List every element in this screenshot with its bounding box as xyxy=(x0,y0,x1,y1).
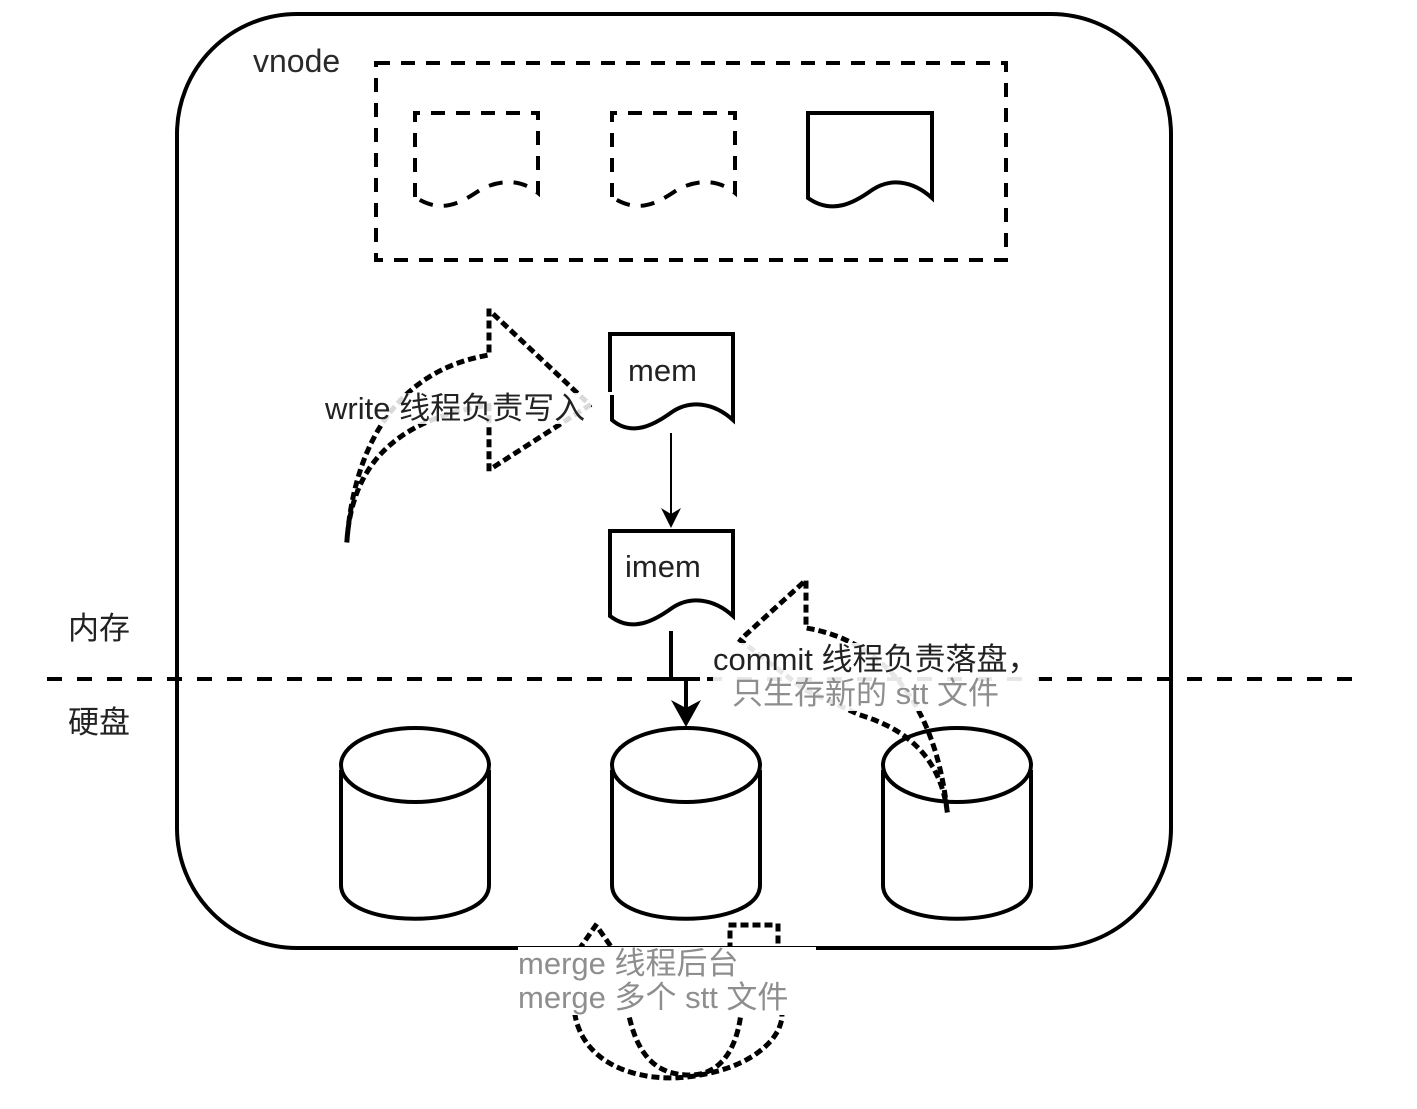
commit-annotation-line-1: commit 线程负责落盘， xyxy=(713,642,1039,677)
memory-zone-label: 内存 xyxy=(68,611,130,646)
merge-curved-arrow xyxy=(572,920,785,1081)
commit-thread-annotation: commit 线程负责落盘， 只生存新的 stt 文件 xyxy=(713,642,1039,712)
vnode-files-group xyxy=(374,61,1008,262)
mem-file-shape xyxy=(608,332,735,431)
commit-annotation-line-2: 只生存新的 stt 文件 xyxy=(732,676,999,712)
disk-cylinder-1 xyxy=(339,726,491,921)
imem-file-shape xyxy=(608,529,735,627)
merge-thread-annotation: merge 线程后台 merge 多个 stt 文件 xyxy=(518,946,817,1016)
imem-file-label: imem xyxy=(625,549,701,584)
merge-annotation-line-2: merge 多个 stt 文件 xyxy=(518,980,789,1016)
disk-cylinder-2 xyxy=(610,726,762,921)
arrowhead-imem-to-disk xyxy=(671,700,701,727)
vnode-container xyxy=(175,12,1173,950)
document-icon-dashed-1 xyxy=(413,111,540,208)
vnode-label: vnode xyxy=(253,43,341,79)
disk-zone-label: 硬盘 xyxy=(68,705,130,740)
mem-file-label: mem xyxy=(628,353,697,388)
merge-annotation-line-1: merge 线程后台 xyxy=(518,946,739,981)
disk-cylinder-3 xyxy=(881,726,1033,921)
arrowhead-mem-to-imem xyxy=(661,508,681,528)
write-thread-annotation: write 线程负责写入 xyxy=(325,393,592,424)
write-curved-arrow xyxy=(344,304,595,543)
document-icon-solid xyxy=(806,111,934,209)
document-icon-dashed-2 xyxy=(610,111,737,208)
